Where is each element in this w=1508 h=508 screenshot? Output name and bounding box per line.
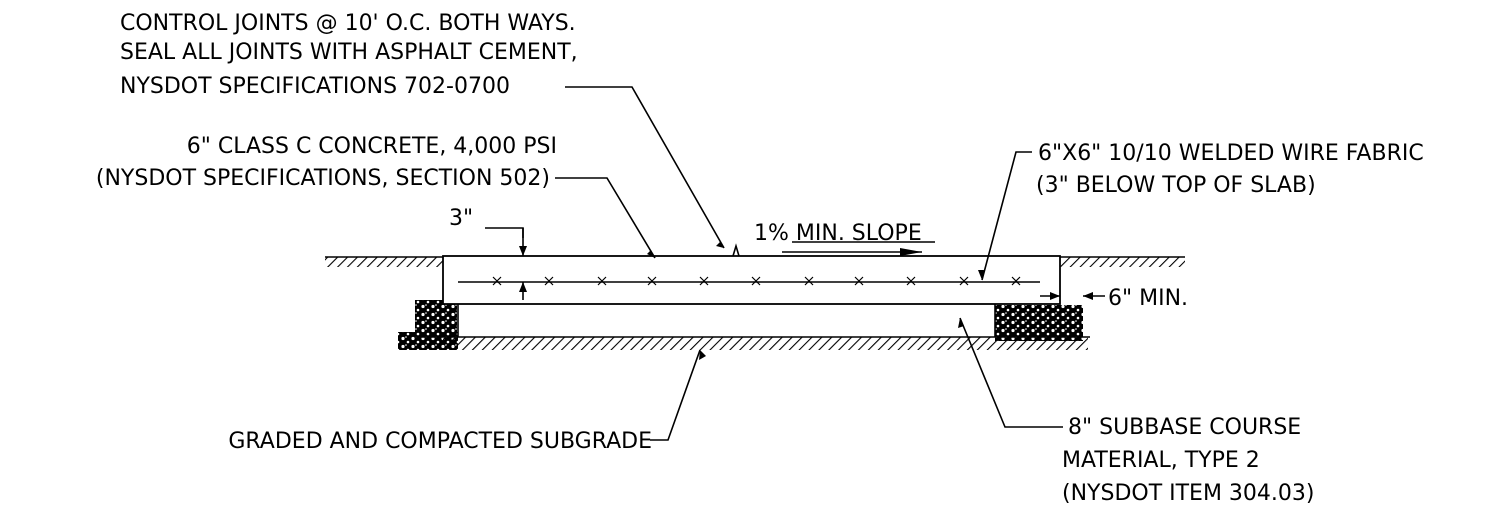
- subbase-line-3: (NYSDOT ITEM 304.03): [1062, 481, 1315, 506]
- concrete-line-2: (NYSDOT SPECIFICATIONS, SECTION 502): [96, 166, 550, 191]
- ground-hatch-left: [325, 257, 443, 267]
- wire-marks: [492, 276, 1021, 286]
- subgrade-hatch: [443, 337, 1088, 350]
- subbase-gravel-right: [995, 305, 1083, 341]
- subgrade-label: GRADED AND COMPACTED SUBGRADE: [228, 429, 652, 454]
- subbase-line-2: MATERIAL, TYPE 2: [1062, 448, 1260, 473]
- control-joints-line-2: SEAL ALL JOINTS WITH ASPHALT CEMENT,: [120, 40, 578, 65]
- slope-label: 1% MIN. SLOPE: [754, 221, 922, 246]
- wire-fabric-line-1: 6"X6" 10/10 WELDED WIRE FABRIC: [1038, 141, 1424, 166]
- control-joint: [732, 243, 740, 257]
- concrete-slab: [442, 255, 1061, 305]
- control-joints-line-3: NYSDOT SPECIFICATIONS 702-0700: [120, 74, 510, 99]
- subbase-line-1: 8" SUBBASE COURSE: [1068, 415, 1301, 440]
- wire-fabric-line-2: (3" BELOW TOP OF SLAB): [1036, 173, 1316, 198]
- ground-hatch-right: [1060, 257, 1185, 267]
- control-joints-line-1: CONTROL JOINTS @ 10' O.C. BOTH WAYS.: [120, 11, 576, 36]
- edge-min-label: 6" MIN.: [1108, 286, 1188, 311]
- top-cover-label: 3": [449, 206, 473, 231]
- concrete-line-1: 6" CLASS C CONCRETE, 4,000 PSI: [187, 134, 557, 159]
